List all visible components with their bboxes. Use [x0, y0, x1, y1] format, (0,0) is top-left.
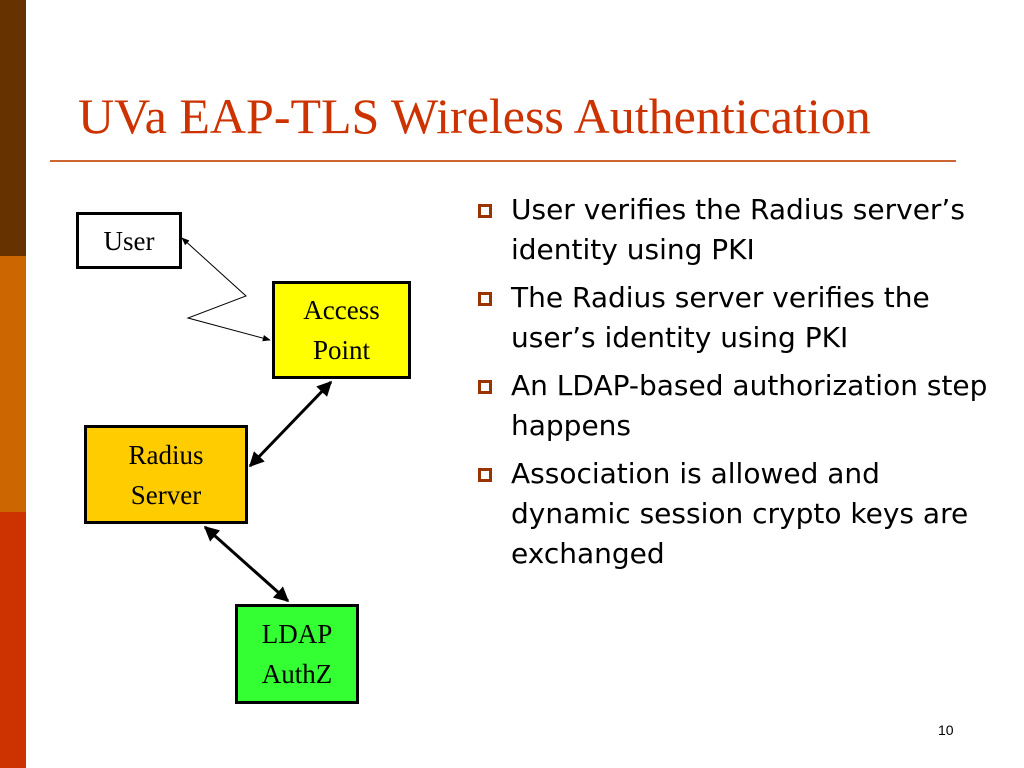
node-ldap-label-line2: AuthZ	[261, 659, 333, 689]
wireless-link	[181, 237, 271, 342]
decor-stripe-middle	[0, 256, 26, 512]
square-bullet-icon	[478, 468, 492, 482]
bullet-text: User verifies the Radius server’s identi…	[511, 193, 965, 266]
node-radius-server-label-line2: Server	[130, 479, 202, 510]
square-bullet-icon	[478, 204, 492, 218]
node-access-point: Access Point	[272, 281, 411, 379]
bullet-text: Association is allowed and dynamic sessi…	[511, 457, 969, 570]
decor-stripe-top	[0, 0, 26, 256]
bullet-text: An LDAP-based authorization step happens	[511, 369, 988, 442]
link-radius-ldap	[203, 525, 290, 603]
bullet-item: An LDAP-based authorization step happens	[470, 366, 990, 446]
square-bullet-icon	[478, 380, 492, 394]
square-bullet-icon	[478, 292, 492, 306]
bullet-item: The Radius server verifies the user’s id…	[470, 278, 990, 358]
node-access-point-label-line2: Point	[312, 335, 371, 365]
bullet-item: User verifies the Radius server’s identi…	[470, 190, 990, 270]
title-underline	[50, 160, 956, 162]
decor-stripe-bottom	[0, 512, 26, 768]
node-radius-server: Radius Server	[84, 425, 248, 524]
bullet-text: The Radius server verifies the user’s id…	[511, 281, 930, 354]
slide-title: UVa EAP-TLS Wireless Authentication	[78, 88, 871, 144]
page-number: 10	[938, 722, 954, 738]
node-access-point-label-line1: Access	[303, 295, 380, 325]
node-ldap-authz: LDAP AuthZ	[235, 604, 359, 704]
node-user: User	[76, 212, 182, 269]
bullet-item: Association is allowed and dynamic sessi…	[470, 454, 990, 574]
node-radius-server-label-line1: Radius	[128, 439, 204, 470]
node-user-label: User	[103, 225, 155, 256]
link-access-point-radius	[248, 380, 333, 468]
bullet-list: User verifies the Radius server’s identi…	[470, 190, 990, 582]
node-ldap-label-line1: LDAP	[261, 619, 333, 649]
